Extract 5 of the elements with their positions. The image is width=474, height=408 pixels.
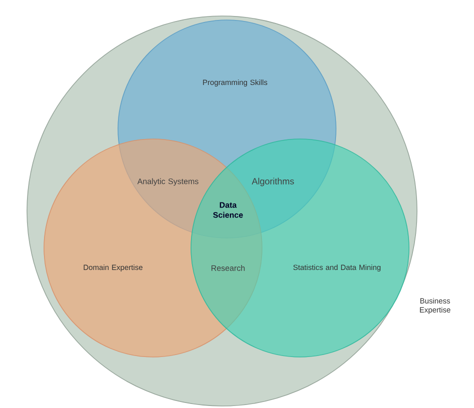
overlap-label: Algorithms [252, 178, 294, 186]
overlap-label: Research [212, 265, 245, 271]
venn-circle [26, 16, 418, 406]
overlap-label: Data Science [213, 202, 243, 218]
overlap-label: Analytic Systems [137, 178, 198, 186]
